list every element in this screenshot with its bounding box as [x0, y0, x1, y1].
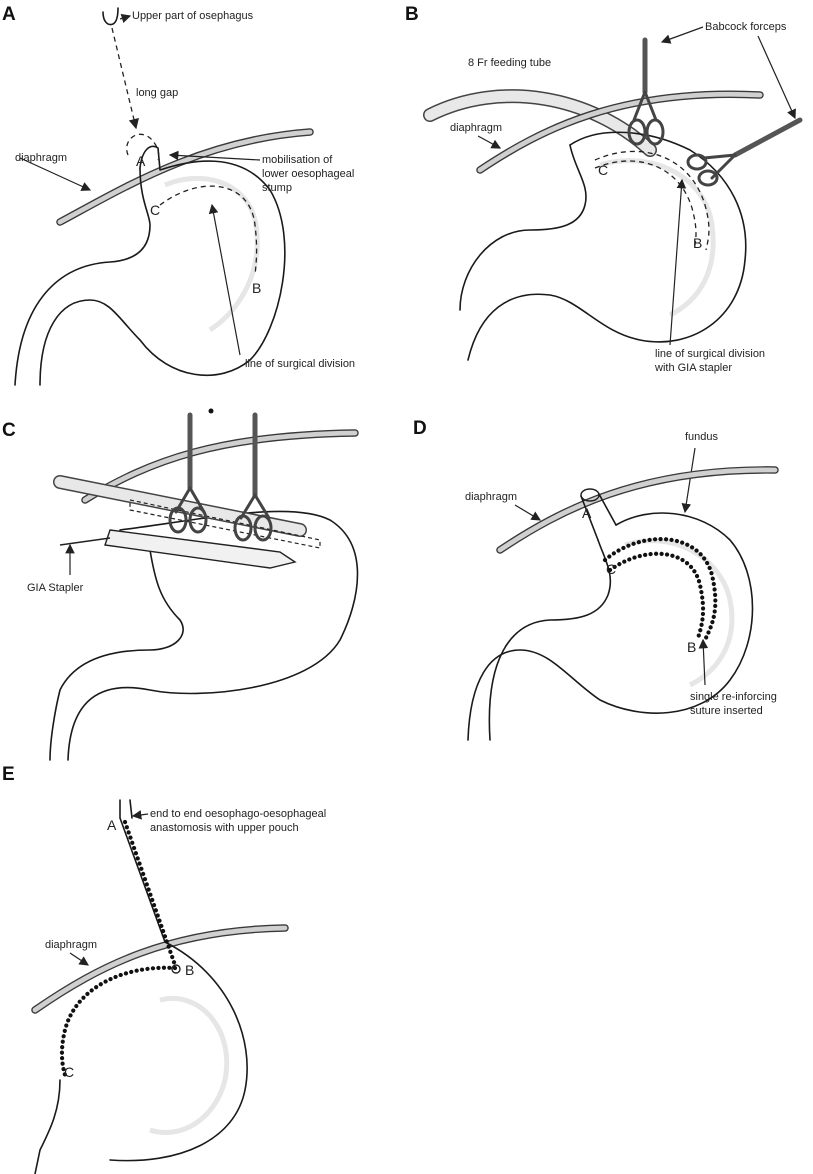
- diaphragm-a-pointer: [19, 157, 92, 191]
- division-pointer-b: [669, 178, 687, 346]
- point-c-e: C: [64, 1064, 74, 1080]
- division-label-b-1: line of surgical division: [655, 348, 765, 360]
- mobilisation-label-3: stump: [262, 182, 292, 194]
- point-b-e: B: [185, 962, 194, 978]
- suture-label-2: suture inserted: [690, 705, 763, 717]
- upper-oesophagus-label: Upper part of osephagus: [132, 10, 254, 22]
- point-c-d: C: [606, 561, 616, 577]
- mobilisation-label-2: lower oesophageal: [262, 168, 354, 180]
- division-label-b-2: with GIA stapler: [654, 362, 732, 374]
- babcock-pointer-2: [757, 35, 796, 120]
- diaphragm-a-label: diaphragm: [15, 152, 67, 164]
- division-line-a: [159, 185, 258, 276]
- staple-line-e-1: [122, 819, 178, 968]
- point-b-b: B: [693, 235, 702, 251]
- mobilisation-pointer: [168, 150, 261, 161]
- point-a-a: A: [136, 153, 146, 169]
- gia-stapler: [104, 529, 297, 569]
- stomach-c: [67, 510, 359, 761]
- division-label-a: line of surgical division: [245, 358, 355, 370]
- diaphragm-d-pointer: [514, 504, 542, 521]
- stomach-a: [39, 145, 286, 386]
- panel-a: A Upper part of osephagus long gap diaph…: [2, 4, 355, 386]
- point-b-a: B: [252, 280, 261, 296]
- fundus-label: fundus: [685, 431, 719, 443]
- panel-e: E end to end oesophago-oesophageal anast…: [2, 764, 326, 1174]
- panel-c-letter: C: [2, 420, 16, 441]
- upper-oesophagus-pointer: [119, 13, 132, 24]
- babcock-forceps-2: [732, 117, 803, 158]
- babcock-pointer-1: [660, 26, 704, 44]
- point-c-b: C: [598, 162, 608, 178]
- suture-label-1: single re-inforcing: [690, 691, 777, 703]
- stomach-e: [109, 799, 248, 1162]
- panel-b-letter: B: [405, 4, 419, 25]
- mobilisation-outline: [126, 133, 160, 161]
- panel-e-letter: E: [2, 764, 15, 785]
- staple-line-d-1: [602, 537, 718, 643]
- stomach-b: [467, 131, 747, 361]
- division-line-b: [594, 150, 710, 251]
- mobilisation-label-1: mobilisation of: [262, 154, 333, 166]
- anastomosis-label-1: end to end oesophago-oesophageal: [150, 808, 326, 820]
- panel-b: B Babcock forceps 8 Fr feeding tube diap…: [405, 4, 803, 374]
- panel-c: C GIA Stapler: [2, 408, 359, 761]
- division-pointer-a: [208, 203, 241, 356]
- diaphragm-b-pointer: [477, 135, 502, 149]
- stomach-d: [467, 512, 754, 741]
- diaphragm-d-label: diaphragm: [465, 491, 517, 503]
- point-c-a: C: [150, 202, 160, 218]
- point-b-d: B: [687, 639, 696, 655]
- panel-a-letter: A: [2, 4, 16, 25]
- staple-line-d-2: [607, 551, 706, 641]
- suture-pointer: [698, 638, 709, 686]
- diaphragm-d: [496, 466, 779, 554]
- upper-oesophagus-stump: [102, 7, 119, 26]
- anastomosis-label-2: anastomosis with upper pouch: [150, 822, 299, 834]
- diaphragm-e-pointer: [69, 952, 89, 966]
- staple-line-e-2: [59, 965, 178, 1078]
- diaphragm-b-label: diaphragm: [450, 122, 502, 134]
- panel-d-letter: D: [413, 418, 427, 439]
- point-a-e: A: [107, 817, 117, 833]
- panel-d: D fundus diaphragm single re-inforcing s…: [413, 418, 779, 741]
- long-gap-arrow: [111, 27, 139, 130]
- feeding-tube-label: 8 Fr feeding tube: [468, 57, 551, 69]
- anastomosis-pointer: [131, 810, 149, 820]
- babcock-label: Babcock forceps: [705, 21, 787, 33]
- gia-label: GIA Stapler: [27, 582, 84, 594]
- point-a-d: A: [582, 505, 592, 521]
- long-gap-label: long gap: [136, 87, 178, 99]
- diaphragm-e-label: diaphragm: [45, 939, 97, 951]
- fundus-pointer: [681, 447, 696, 514]
